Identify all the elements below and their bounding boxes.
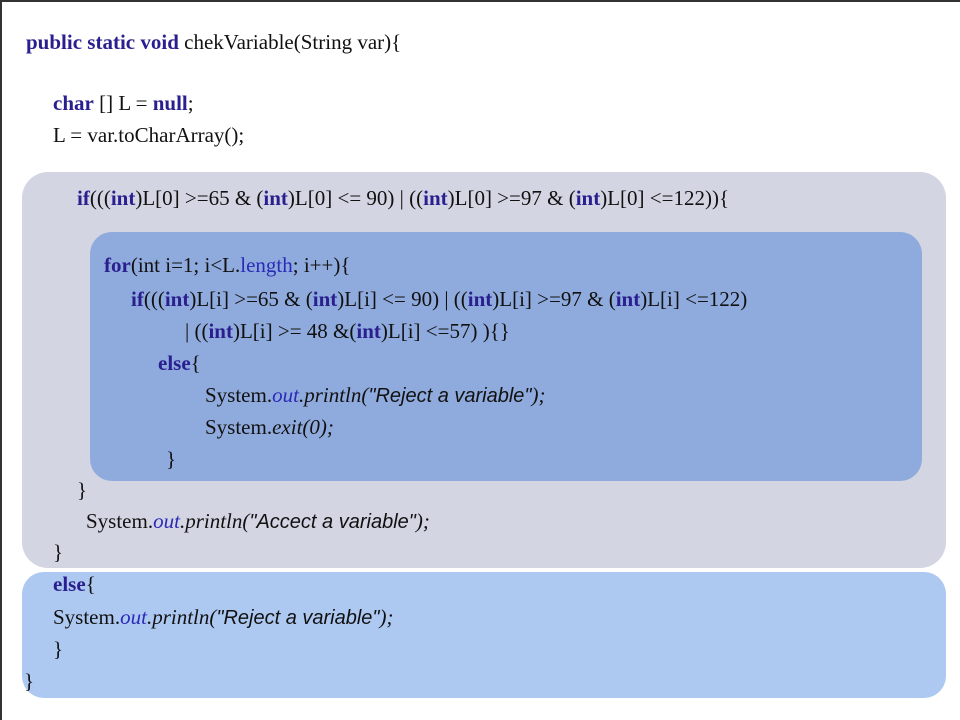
code-text: System. [86,509,154,533]
code-text: )L[i] <=57) ){} [380,319,510,343]
frame-left-border [0,0,2,720]
code-text: ); [531,383,546,407]
keyword-int: int [356,319,381,343]
code-text: )L[0] >=65 & ( [135,186,264,210]
code-text: ; i++){ [292,253,351,277]
code-text: ((( [143,287,165,311]
keyword-int: int [263,186,288,210]
code-line-for-loop: for(int i=1; i<L.length; i++){ [104,252,350,278]
keyword-int: int [164,287,190,311]
code-text: | (( [185,319,209,343]
keyword-int: int [208,319,233,343]
keyword-else: else [158,351,191,375]
keyword-int: int [423,186,448,210]
code-text: )L[i] <= 90) | (( [337,287,468,311]
keyword-if: if [131,287,144,311]
code-text: ); [415,509,430,533]
code-text: exit(0); [272,415,334,439]
code-line-inner-if: if(((int)L[i] >=65 & (int)L[i] <= 90) | … [131,286,747,312]
code-text: .println( [298,383,369,407]
frame-top-border [0,0,960,2]
string-literal: "Reject a variable" [368,385,532,407]
code-text: )L[0] <=122)){ [600,186,730,210]
code-line-inner-if-continued: | ((int)L[i] >= 48 &(int)L[i] <=57) ){} [185,318,510,344]
code-text: )L[i] <=122) [640,287,748,311]
keyword-static: static [87,30,136,54]
code-line-close-for: } [77,478,88,502]
code-text: System. [205,383,273,407]
keyword-char: char [53,91,94,115]
code-line-print-reject: System.out.println("Reject a variable"); [205,382,546,408]
keyword-else: else [53,572,86,596]
keyword-for: for [104,253,131,277]
code-text: ((( [89,186,111,210]
code-text: .println( [179,509,250,533]
code-line-method-signature: public static void chekVariable(String v… [26,29,401,55]
method-signature-text: chekVariable(String var){ [178,30,402,54]
code-line-close-outer-else: } [53,637,64,661]
code-text: System. [205,415,273,439]
string-literal: "Accect a variable" [249,511,416,533]
code-text: [] L = [93,91,153,115]
keyword-int: int [575,186,601,210]
code-text: ; [187,91,194,115]
field-out: out [120,605,147,629]
code-text: )L[0] >=97 & ( [447,186,576,210]
string-literal: "Reject a variable" [216,607,380,629]
code-line-outer-if: if(((int)L[0] >=65 & (int)L[0] <= 90) | … [77,185,729,211]
keyword-int: int [615,287,641,311]
code-text: ); [379,605,394,629]
code-text: .println( [146,605,217,629]
field-out: out [272,383,299,407]
code-line-outer-else: else{ [53,571,96,597]
keyword-null: null [152,91,188,115]
code-text: (int i=1; i<L. [130,253,241,277]
code-line-char-declaration: char [] L = null; [53,90,194,116]
for-block-highlight [90,232,922,481]
code-line-close-outer-if: } [53,540,64,564]
code-line-close-method: } [24,669,35,693]
code-text: )L[i] >= 48 &( [232,319,357,343]
code-text: )L[i] >=97 & ( [492,287,616,311]
code-text: )L[0] <= 90) | (( [287,186,424,210]
code-line-to-char-array: L = var.toCharArray(); [53,123,245,147]
code-line-system-exit: System.exit(0); [205,414,334,440]
keyword-int: int [110,186,136,210]
else-block-highlight [22,572,946,698]
code-text: System. [53,605,121,629]
keyword-public: public [26,30,83,54]
code-line-print-reject-outer: System.out.println("Reject a variable"); [53,604,394,630]
code-text: )L[i] >=65 & ( [189,287,313,311]
code-line-print-accept: System.out.println("Accect a variable"); [86,508,430,534]
keyword-void: void [140,30,179,54]
keyword-int: int [312,287,338,311]
keyword-if: if [77,186,90,210]
keyword-int: int [467,287,493,311]
code-text: { [85,572,96,596]
code-line-close-else: } [166,447,177,471]
code-line-inner-else: else{ [158,350,201,376]
code-text: { [190,351,201,375]
field-length: length [240,253,293,277]
field-out: out [153,509,180,533]
